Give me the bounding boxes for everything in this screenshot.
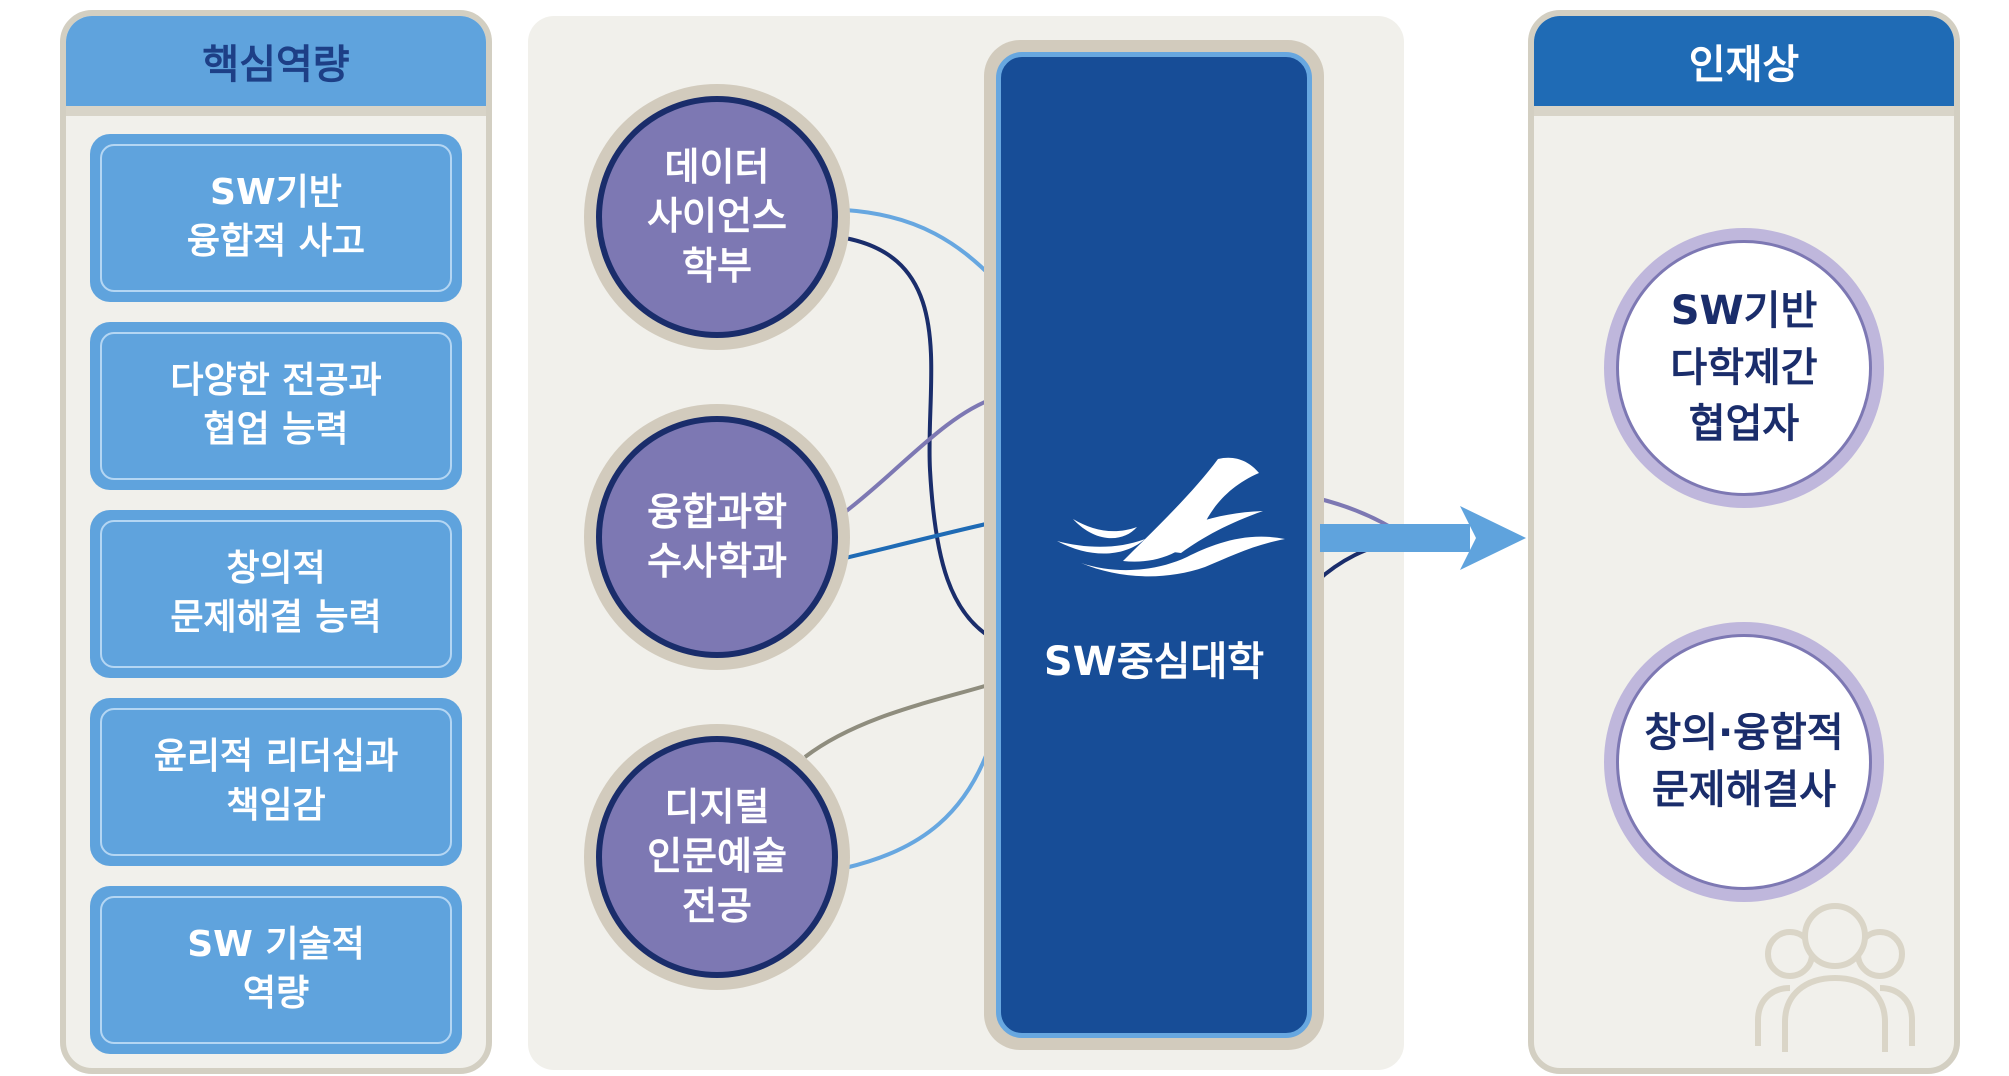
- competency-item: SW 기술적 역량: [90, 886, 462, 1054]
- connector-line: [843, 396, 996, 514]
- competency-line: 협업 능력: [203, 409, 349, 450]
- talent-line: 협업자: [1688, 401, 1800, 448]
- wave-wing-logo-icon: [1057, 457, 1285, 577]
- competency-line: SW 기술적: [187, 924, 365, 966]
- talent-line: 문제해결사: [1652, 767, 1836, 813]
- connector-line: [844, 208, 997, 282]
- competency-line: 다양한 전공과: [170, 360, 382, 402]
- competency-line: 융합적 사고: [186, 221, 366, 262]
- dept-line: 수사학과: [647, 539, 787, 583]
- dept-line: 융합과학: [647, 489, 787, 534]
- people-group-icon: [1755, 903, 1915, 1052]
- core-competency-panel: 핵심역량 SW기반 융합적 사고 다양한 전공과 협업 능력 창의적 문제해결 …: [60, 10, 492, 1074]
- dept-line: 사이언스: [647, 194, 787, 239]
- connector-line: [844, 236, 996, 642]
- dept-data-science: 데이터 사이언스 학부: [584, 84, 850, 350]
- competency-line: 창의적: [226, 548, 326, 590]
- sw-central-university-label: SW중심대학: [1043, 639, 1265, 685]
- competency-item: 창의적 문제해결 능력: [90, 510, 462, 678]
- competency-item: 다양한 전공과 협업 능력: [90, 322, 462, 490]
- sw-central-university-pillar: SW중심대학: [984, 40, 1324, 1050]
- competency-line: 문제해결 능력: [170, 597, 382, 638]
- competency-line: 윤리적 리더십과: [153, 736, 399, 778]
- talent-profile-panel: 인재상 SW기반 다학제간 협업자 창의·융합적 문제해결사: [1528, 10, 1960, 1074]
- competency-line: 역량: [242, 973, 310, 1014]
- dept-line: 디지털: [664, 784, 770, 829]
- dept-convergence-forensic: 융합과학 수사학과: [584, 404, 850, 670]
- talent-item: SW기반 다학제간 협업자: [1604, 228, 1884, 508]
- competency-item: SW기반 융합적 사고: [90, 134, 462, 302]
- dept-line: 학부: [682, 243, 752, 288]
- talent-line: 다학제간: [1670, 344, 1818, 391]
- competency-line: SW기반: [210, 172, 342, 214]
- talent-line: 창의·융합적: [1644, 710, 1844, 757]
- core-competency-title: 핵심역량: [66, 16, 486, 116]
- dept-line: 전공: [682, 883, 752, 928]
- connector-line: [803, 681, 996, 759]
- competency-line: 책임감: [226, 785, 326, 826]
- dept-digital-humanities: 디지털 인문예술 전공: [584, 724, 850, 990]
- dept-line: 인문예술: [647, 834, 787, 879]
- competency-item: 윤리적 리더십과 책임감: [90, 698, 462, 866]
- talent-item: 창의·융합적 문제해결사: [1604, 622, 1884, 902]
- arrow-right-icon: [1320, 506, 1526, 570]
- connector-line: [844, 729, 997, 870]
- talent-line: SW기반: [1670, 287, 1818, 334]
- connector-line: [844, 520, 996, 560]
- talent-profile-title: 인재상: [1534, 16, 1954, 116]
- dept-line: 데이터: [664, 144, 770, 189]
